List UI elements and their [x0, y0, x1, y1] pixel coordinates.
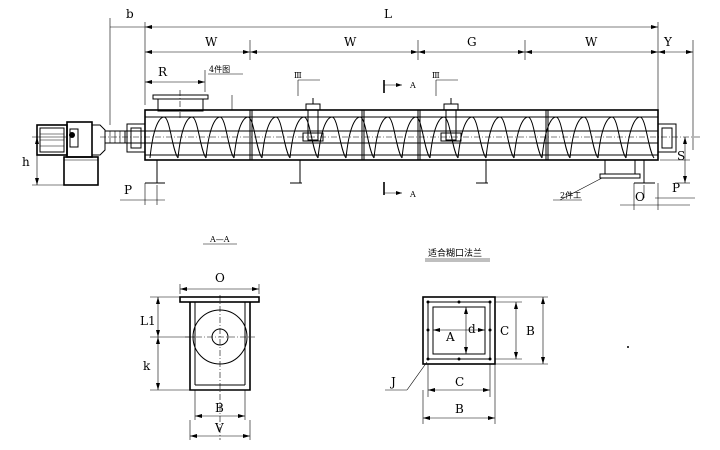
- section-dim-v: V: [214, 421, 224, 435]
- screw-flight: [625, 116, 655, 159]
- section-dim-k: k: [143, 359, 151, 373]
- screw-flight: [457, 116, 487, 159]
- screw-flight: [485, 116, 515, 159]
- flange-dim-c-bottom: C: [455, 375, 464, 389]
- screw-flight: [233, 116, 263, 159]
- dim-w3: W: [585, 35, 598, 49]
- support-feet: [145, 160, 655, 184]
- dim-w2: W: [344, 35, 357, 49]
- section-dim-b: B: [215, 401, 224, 415]
- dim-h: h: [22, 155, 30, 169]
- stray-dot: [627, 346, 629, 348]
- section-a-a-view: [150, 284, 260, 440]
- hanger2-callout: Ⅲ: [432, 71, 440, 80]
- dim-L: L: [384, 7, 392, 21]
- flange-view-title-underline: [425, 258, 490, 262]
- drive-unit: [36, 121, 126, 186]
- dim-p-left: P: [124, 183, 132, 197]
- dim-y: Y: [663, 35, 673, 49]
- dim-g: G: [467, 35, 477, 49]
- flange-dim-b-bottom: B: [455, 402, 464, 416]
- end-bearings: [126, 123, 677, 153]
- screw-flight: [429, 116, 459, 159]
- flange-dim-d: d: [468, 322, 476, 336]
- flange-dim-b-right: B: [526, 324, 535, 338]
- flange-view: [385, 296, 548, 424]
- screw-flight: [149, 116, 179, 159]
- section-a-top: A: [409, 81, 416, 90]
- screw-flight: [373, 116, 403, 159]
- inlet-flange: [152, 90, 209, 118]
- outlet-flange: [599, 159, 641, 179]
- dim-w1: W: [205, 35, 218, 49]
- outlet-leader: [559, 177, 603, 201]
- screw-flight: [401, 116, 431, 159]
- flange-dim-a: A: [445, 330, 455, 344]
- dim-p-right: P: [672, 181, 680, 195]
- flange-view-title: 适合糊口法兰: [428, 247, 482, 259]
- section-a-bottom: A: [409, 190, 416, 199]
- section-cut-marker: [383, 80, 402, 195]
- dim-s: S: [677, 149, 685, 163]
- hanger1-callout: Ⅲ: [294, 71, 302, 80]
- section-dim-l1: L1: [140, 314, 156, 328]
- screw-flight: [541, 116, 571, 159]
- outlet-callout: 2件工: [560, 190, 581, 200]
- screw-flight: [597, 116, 627, 159]
- screw-flight: [513, 116, 543, 159]
- screw-flight: [317, 116, 347, 159]
- flange-dim-c-right: C: [500, 324, 509, 338]
- screw-flight: [289, 116, 319, 159]
- hanger-bearing-1: [302, 98, 324, 142]
- dim-o-right: O: [635, 190, 645, 204]
- hanger-bearing-2: [440, 98, 462, 142]
- inlet-callout: 4件图: [209, 64, 230, 74]
- screw-flight: [177, 116, 207, 159]
- screw-flight: [569, 116, 599, 159]
- screw-flight: [205, 116, 235, 159]
- top-dimension-lines: [109, 18, 694, 150]
- screw-flight: [261, 116, 291, 159]
- side-dimension-lines: [32, 136, 695, 210]
- screw-flight: [345, 116, 375, 159]
- section-a-a-label: A—A: [209, 235, 230, 244]
- section-dim-o: O: [215, 271, 225, 285]
- dim-b: b: [126, 7, 134, 21]
- dim-r: R: [158, 65, 168, 79]
- screw-flights: [149, 116, 655, 159]
- flange-callout-j: J: [389, 375, 396, 389]
